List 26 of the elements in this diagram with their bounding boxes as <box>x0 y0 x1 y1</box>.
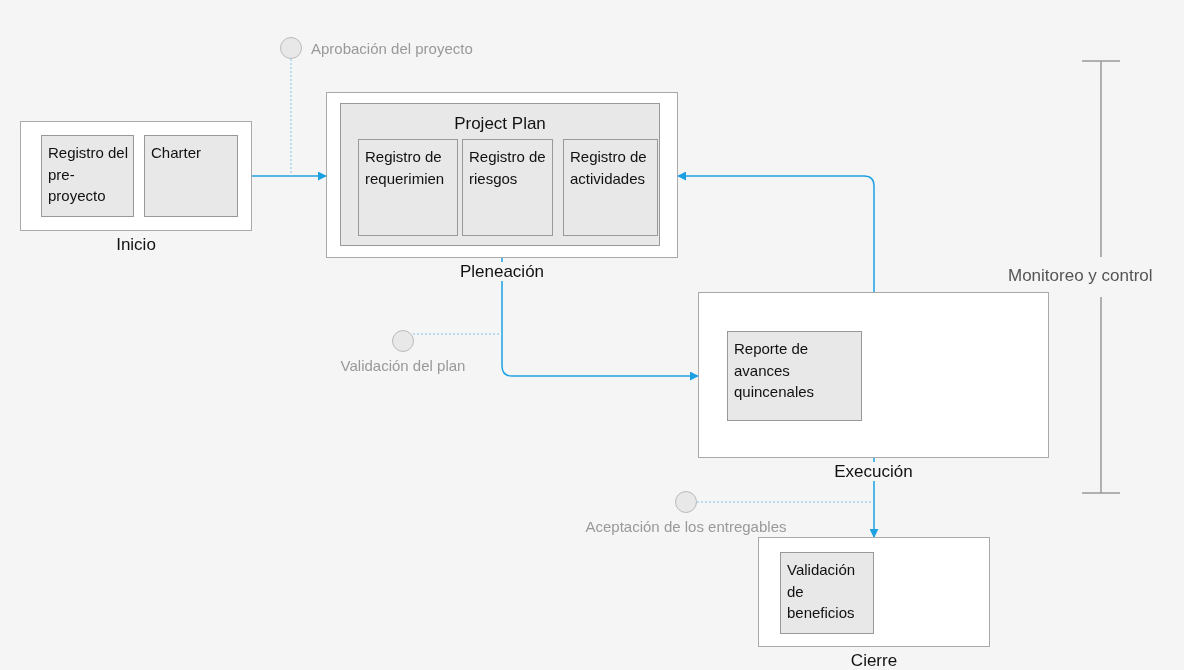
plan-box <box>340 103 660 246</box>
document-box <box>41 135 134 217</box>
box-text: Registro de actividades <box>570 147 648 189</box>
milestone-label: Aceptación de los entregables <box>585 518 787 535</box>
box-text: Registro de riesgos <box>469 147 547 189</box>
milestone-label: Aprobación del proyecto <box>311 39 473 57</box>
box-text: Reporte de avances quincenales <box>734 339 816 402</box>
bracket-label: Monitoreo y control <box>1008 266 1153 286</box>
leader-line <box>696 501 875 503</box>
document-box <box>780 552 874 634</box>
plan-title: Project Plan <box>453 114 547 134</box>
document-box <box>462 139 553 236</box>
box-text: Registro de requerimien <box>365 147 446 189</box>
box-text: Charter <box>151 143 203 163</box>
leader-line <box>412 333 503 335</box>
document-box <box>563 139 658 236</box>
arrow <box>501 257 699 381</box>
milestone-label: Validación del plan <box>340 357 466 374</box>
arrow <box>677 171 875 293</box>
arrow <box>251 171 327 181</box>
box-text: Registro del pre-proyecto <box>48 143 130 206</box>
document-box <box>727 331 862 421</box>
document-box <box>144 135 238 217</box>
box-text: Validación de beneficios <box>787 560 857 623</box>
document-box <box>358 139 458 236</box>
leader-line <box>290 58 292 177</box>
